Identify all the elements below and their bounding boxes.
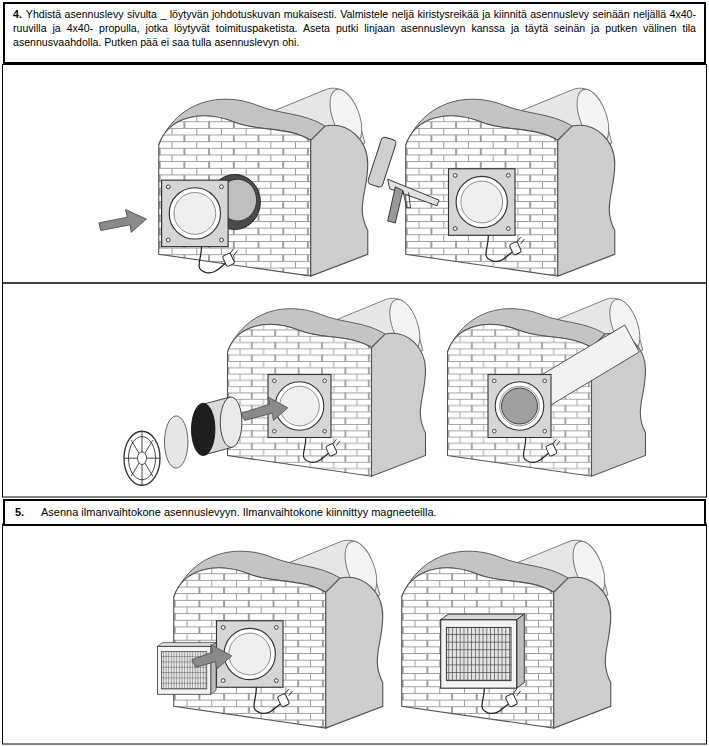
step-number: 4.: [13, 8, 22, 20]
ventilation-unit: [158, 642, 217, 694]
step-text: 4.Yhdistä asennuslevy sivulta _ löytyvän…: [5, 4, 704, 53]
mounting-plate: [449, 169, 516, 236]
mounting-plate: [488, 375, 551, 438]
power-cable: [486, 235, 525, 261]
scene-plate-fit: [99, 85, 368, 276]
scene-unit-fit: [158, 537, 384, 728]
step-number: 5.: [11, 505, 41, 519]
step-box: 5.Asenna ilmanvaihtokone asennuslevyyn. …: [3, 499, 706, 526]
ventilation-unit: [441, 614, 525, 688]
filter-cartridge: [192, 397, 242, 456]
power-cable: [523, 438, 560, 463]
brick-wall: [406, 85, 615, 276]
scene-filter: [124, 295, 426, 485]
step-instruction: Asenna ilmanvaihtokone asennuslevyyn. Il…: [41, 505, 437, 519]
power-cable: [254, 687, 293, 713]
insert-arrow: [241, 397, 288, 420]
scene-foam: [367, 85, 615, 276]
panel-frames: [3, 65, 707, 745]
brick-wall: [448, 295, 646, 476]
power-cable: [482, 687, 521, 713]
push-arrow: [99, 210, 146, 233]
filter-disc: [165, 416, 188, 468]
step-instruction: Yhdistä asennuslevy sivulta _ löytyvän j…: [13, 8, 696, 48]
brick-wall: [402, 537, 611, 728]
power-cable: [199, 247, 238, 273]
sleeve-opening: [502, 388, 538, 424]
power-cable: [303, 438, 340, 463]
panel-frame: [3, 524, 707, 744]
step-text: 5.Asenna ilmanvaihtokone asennuslevyyn. …: [5, 501, 704, 523]
scene-sleeve: [448, 295, 646, 476]
scene-unit-mounted: [402, 537, 611, 728]
brick-wall: [159, 85, 368, 276]
mounting-plate: [162, 180, 229, 247]
panel-frame: [3, 283, 707, 497]
panel-frame: [3, 65, 707, 284]
grille-cover: [124, 431, 160, 485]
step-box: 4.Yhdistä asennuslevy sivulta _ löytyvän…: [3, 2, 706, 64]
push-arrow: [192, 645, 232, 670]
brick-wall: [228, 295, 426, 476]
foam-gun: [367, 136, 439, 223]
brick-wall: [174, 537, 383, 728]
